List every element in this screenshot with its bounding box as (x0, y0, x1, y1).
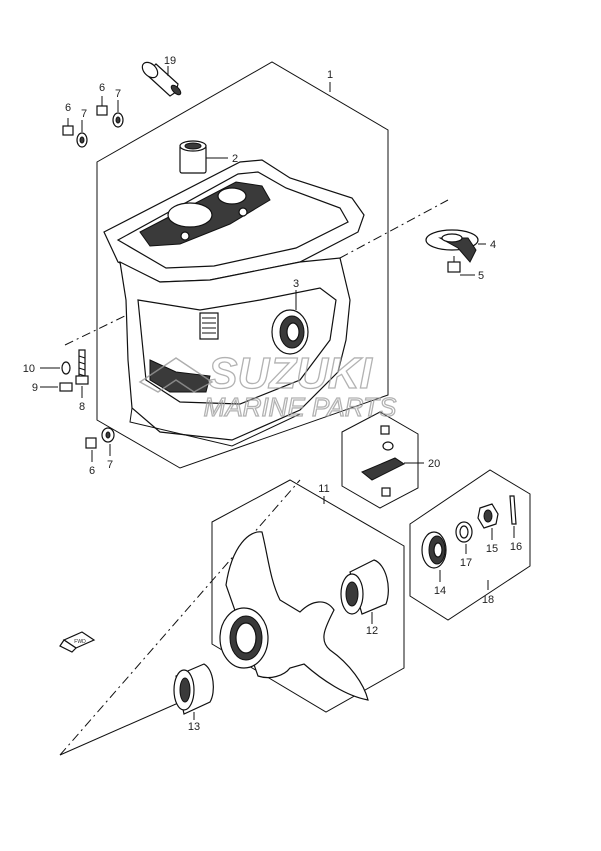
fwd-label: FWD (74, 639, 86, 645)
callout-2: 2 (232, 153, 238, 165)
part-16-cotter-pin (509, 495, 517, 538)
callout-7c: 7 (107, 459, 113, 471)
callout-14: 14 (434, 585, 446, 597)
callout-10: 10 (23, 363, 35, 375)
part-12-bushing (340, 559, 389, 624)
suzuki-watermark: SUZUKI MARINE PARTS (138, 348, 398, 423)
part-9-nut (40, 382, 73, 392)
part-17-washer (455, 521, 473, 554)
reference-line-low (59, 699, 186, 756)
fwd-arrow: FWD (59, 631, 96, 653)
part-5-bolt (447, 256, 475, 276)
part-19-grommet (141, 61, 182, 97)
part-15-nut (477, 503, 499, 540)
callout-6c: 6 (89, 465, 95, 477)
callout-15: 15 (486, 543, 498, 555)
part-18-frame (409, 469, 531, 621)
part-6-bolt-upper-left (62, 118, 74, 136)
callout-7a: 7 (81, 108, 87, 120)
callout-13: 13 (188, 721, 200, 733)
callout-19: 19 (164, 55, 176, 67)
callout-7b: 7 (115, 88, 121, 100)
callout-16: 16 (510, 541, 522, 553)
callout-6a: 6 (65, 102, 71, 114)
part-7-washer-upper-mid (112, 100, 124, 128)
part-10-washer (40, 361, 71, 375)
callout-17: 17 (460, 557, 472, 569)
part-20-frame (341, 411, 419, 509)
part-6-bolt-lower (85, 437, 97, 462)
callout-18: 18 (482, 594, 494, 606)
reference-line-right (339, 199, 449, 259)
reference-line-prop (59, 479, 301, 756)
callout-9: 9 (32, 382, 38, 394)
callout-12: 12 (366, 625, 378, 637)
callout-8: 8 (79, 401, 85, 413)
gear-case-frame (96, 61, 389, 469)
watermark-subtitle: MARINE PARTS (204, 392, 397, 422)
part-7-washer-lower (101, 427, 115, 456)
part-11-propeller (219, 531, 369, 701)
part-4-trim-tab (425, 229, 486, 263)
callout-20: 20 (428, 458, 440, 470)
part-20-plate (361, 425, 424, 497)
gear-case (103, 159, 365, 447)
part-6-bolt-upper-mid (96, 96, 108, 116)
callout-11: 11 (318, 483, 329, 495)
callout-1: 1 (327, 69, 333, 81)
callout-5: 5 (478, 270, 484, 282)
part-11-frame (211, 479, 405, 713)
part-2-bushing (179, 140, 228, 174)
watermark-brand: SUZUKI (208, 349, 373, 398)
part-3-oil-seal (271, 290, 309, 355)
part-13-thrust-washer (173, 663, 214, 720)
part-14-spacer (421, 531, 447, 582)
callout-3: 3 (293, 278, 299, 290)
callout-6b: 6 (99, 82, 105, 94)
part-7-washer-upper-left (76, 120, 88, 148)
callout-4: 4 (490, 239, 496, 251)
part-8-bolt (75, 349, 89, 398)
